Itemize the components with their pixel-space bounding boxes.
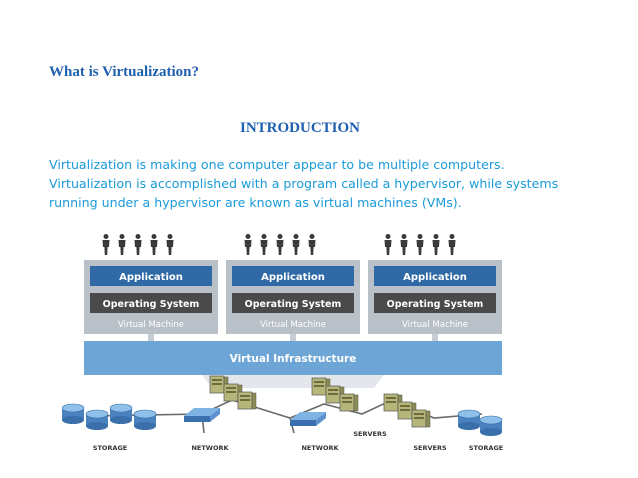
- network-left-label: NETWORK: [191, 444, 229, 452]
- storage-right: [457, 409, 503, 437]
- vm3-label: Virtual Machine: [402, 320, 468, 330]
- intro-paragraph: Virtualization is making one computer ap…: [49, 155, 589, 212]
- storage-left: [62, 403, 157, 431]
- virtual-infrastructure-bar: Virtual Infrastructure: [84, 341, 502, 375]
- vm2-label: Virtual Machine: [260, 320, 326, 330]
- paragraph-line-3: running under a hypervisor are known as …: [49, 195, 462, 210]
- vm2-os-label: Operating System: [245, 299, 342, 310]
- paragraph-line-1: Virtualization is making one computer ap…: [49, 157, 505, 172]
- vm1-os-label: Operating System: [103, 299, 200, 310]
- users-group-1: [102, 234, 174, 255]
- virtual-machine-1: Application Operating System Virtual Mac…: [84, 260, 218, 334]
- network-switch-left: [184, 408, 220, 422]
- section-title-wrap: INTRODUCTION: [0, 120, 600, 137]
- network-switch-mid: [290, 412, 326, 426]
- users-group-2: [244, 234, 316, 255]
- servers-right-label: SERVERS: [413, 444, 447, 452]
- vm1-label: Virtual Machine: [118, 320, 184, 330]
- virtual-machine-2: Application Operating System Virtual Mac…: [226, 260, 360, 334]
- vm3-os-label: Operating System: [387, 299, 484, 310]
- vm2-application-label: Application: [261, 272, 325, 283]
- vm1-application-label: Application: [119, 272, 183, 283]
- network-mid-label: NETWORK: [301, 444, 339, 452]
- vm3-application-label: Application: [403, 272, 467, 283]
- storage-right-label: STORAGE: [469, 444, 503, 452]
- section-title: INTRODUCTION: [239, 120, 360, 136]
- paragraph-line-2: Virtualization is accomplished with a pr…: [49, 176, 559, 191]
- servers-mid-label: SERVERS: [353, 430, 387, 438]
- infrastructure-label: Virtual Infrastructure: [230, 353, 357, 365]
- page-heading: What is Virtualization?: [49, 64, 200, 80]
- storage-left-label: STORAGE: [93, 444, 127, 452]
- users-group-3: [384, 234, 456, 255]
- virtualization-diagram: Application Operating System Virtual Mac…: [62, 234, 503, 452]
- servers-cluster-right: [383, 393, 431, 428]
- virtual-machine-3: Application Operating System Virtual Mac…: [368, 260, 502, 334]
